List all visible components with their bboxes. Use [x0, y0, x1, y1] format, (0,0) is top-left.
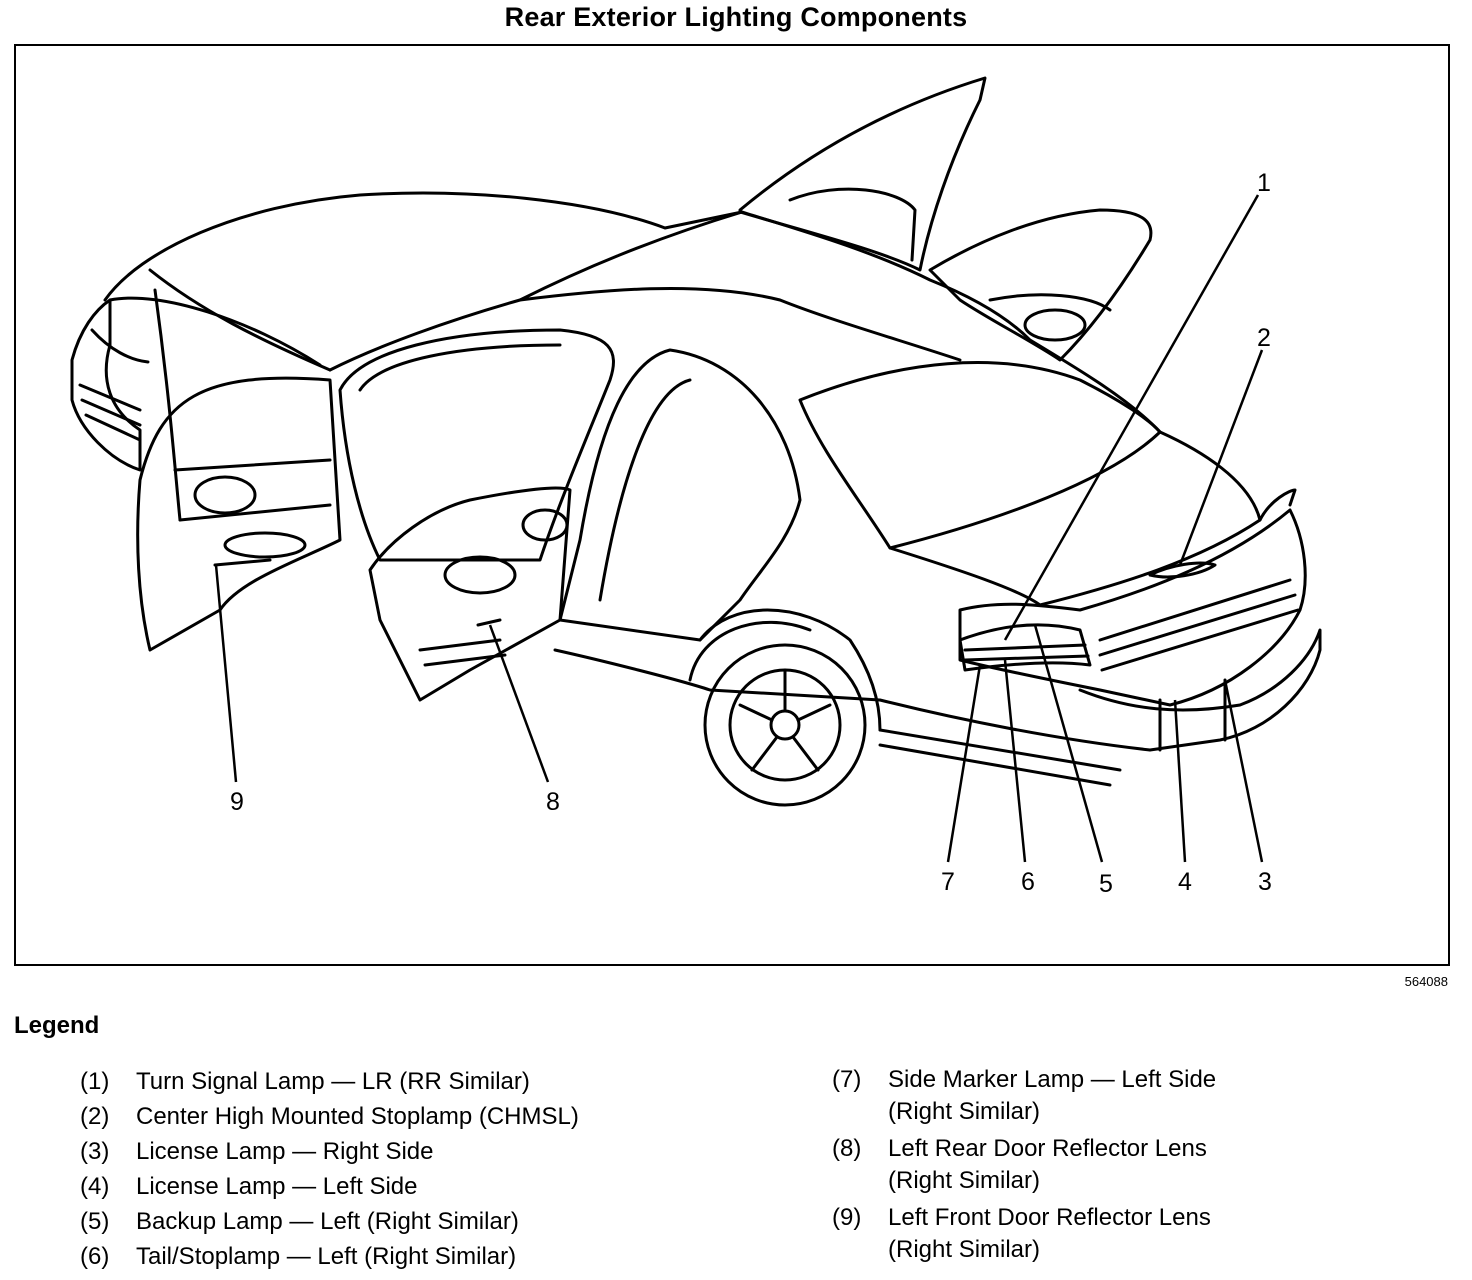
- legend-item-text: Left Rear Door Reflector Lens (Right Sim…: [888, 1135, 1207, 1194]
- rear-wheel: [703, 643, 867, 807]
- legend-item: (1) Turn Signal Lamp — LR (RR Similar): [80, 1064, 770, 1099]
- rocker-panel: [553, 648, 1152, 752]
- leader-line-1: [1003, 194, 1260, 641]
- rear-fascia: [958, 508, 1307, 707]
- leader-line-5: [1033, 624, 1104, 863]
- figure-id: 564088: [1404, 974, 1448, 989]
- legend-item-text: Backup Lamp — Left (Right Similar): [136, 1208, 519, 1235]
- tail-lamp-left: [958, 623, 1092, 672]
- legend-item-number: (8): [832, 1135, 862, 1162]
- front-bumper: [70, 298, 142, 472]
- callout-6: 6: [1021, 868, 1035, 896]
- trunk-lid: [888, 430, 1262, 607]
- leader-line-6: [1003, 659, 1027, 863]
- legend-item-text: License Lamp — Right Side: [136, 1138, 434, 1165]
- rear-bumper: [1078, 628, 1322, 752]
- front-door-left: [136, 376, 342, 652]
- legend-item: (5) Backup Lamp — Left (Right Similar): [80, 1204, 770, 1239]
- leader-line-9: [214, 564, 238, 783]
- legend-item-number: (7): [832, 1066, 862, 1093]
- far-rear-door: [928, 208, 1153, 362]
- far-front-door: [738, 76, 987, 272]
- legend-item-number: (6): [80, 1243, 110, 1270]
- legend-item-number: (3): [80, 1138, 110, 1165]
- rear-window: [798, 361, 1162, 550]
- legend-item-number: (4): [80, 1173, 110, 1200]
- rear-door-reflector: [476, 618, 502, 627]
- rear-door-left: [368, 486, 572, 702]
- chmsl-lamp: [1148, 561, 1217, 579]
- callout-7: 7: [941, 868, 955, 896]
- legend-item-text: Turn Signal Lamp — LR (RR Similar): [136, 1068, 530, 1095]
- legend-item-text: Center High Mounted Stoplamp (CHMSL): [136, 1103, 579, 1130]
- legend-item-number: (2): [80, 1103, 110, 1130]
- hood-outline: [103, 191, 744, 302]
- diagram-title: Rear Exterior Lighting Components: [504, 2, 968, 32]
- leader-line-7: [946, 664, 982, 863]
- legend-column-right: (7) Side Marker Lamp — Left Side (Right …: [832, 1064, 1462, 1271]
- leader-line-8: [488, 624, 550, 783]
- callout-5: 5: [1099, 870, 1113, 898]
- callout-1: 1: [1257, 169, 1271, 197]
- callout-4: 4: [1178, 868, 1192, 896]
- legend-item-number: (9): [832, 1204, 862, 1231]
- callout-2: 2: [1257, 324, 1271, 352]
- diagram-frame: [14, 44, 1450, 966]
- callout-3: 3: [1258, 868, 1272, 896]
- legend-column-left: (1) Turn Signal Lamp — LR (RR Similar) (…: [80, 1064, 770, 1274]
- legend-item: (7) Side Marker Lamp — Left Side (Right …: [832, 1064, 1462, 1128]
- rear-door-opening: [558, 348, 802, 642]
- legend-item-text: Left Front Door Reflector Lens (Right Si…: [888, 1204, 1211, 1263]
- leader-line-4: [1173, 699, 1187, 863]
- front-door-reflector: [213, 558, 272, 567]
- legend-item: (8) Left Rear Door Reflector Lens (Right…: [832, 1133, 1462, 1197]
- legend-item-text: Side Marker Lamp — Left Side (Right Simi…: [888, 1066, 1217, 1125]
- legend-item-text: License Lamp — Left Side: [136, 1173, 418, 1200]
- legend-item-number: (5): [80, 1208, 110, 1235]
- legend-item-text: Tail/Stoplamp — Left (Right Similar): [136, 1243, 517, 1270]
- leader-line-3: [1223, 679, 1264, 863]
- callout-8: 8: [546, 788, 560, 816]
- front-door-opening: [338, 328, 615, 562]
- callout-9: 9: [230, 788, 244, 816]
- legend-heading: Legend: [14, 1012, 100, 1039]
- legend-item: (3) License Lamp — Right Side: [80, 1134, 770, 1169]
- leader-line-2: [1178, 349, 1264, 566]
- legend-item: (4) License Lamp — Left Side: [80, 1169, 770, 1204]
- roof-outline: [328, 210, 1162, 434]
- legend-item: (2) Center High Mounted Stoplamp (CHMSL): [80, 1099, 770, 1134]
- legend-item: (6) Tail/Stoplamp — Left (Right Similar): [80, 1239, 770, 1274]
- legend-item: (9) Left Front Door Reflector Lens (Righ…: [832, 1202, 1462, 1266]
- car-illustration: 1 2 3 4 5 6 7 8 9: [70, 76, 1322, 898]
- legend-item-number: (1): [80, 1068, 110, 1095]
